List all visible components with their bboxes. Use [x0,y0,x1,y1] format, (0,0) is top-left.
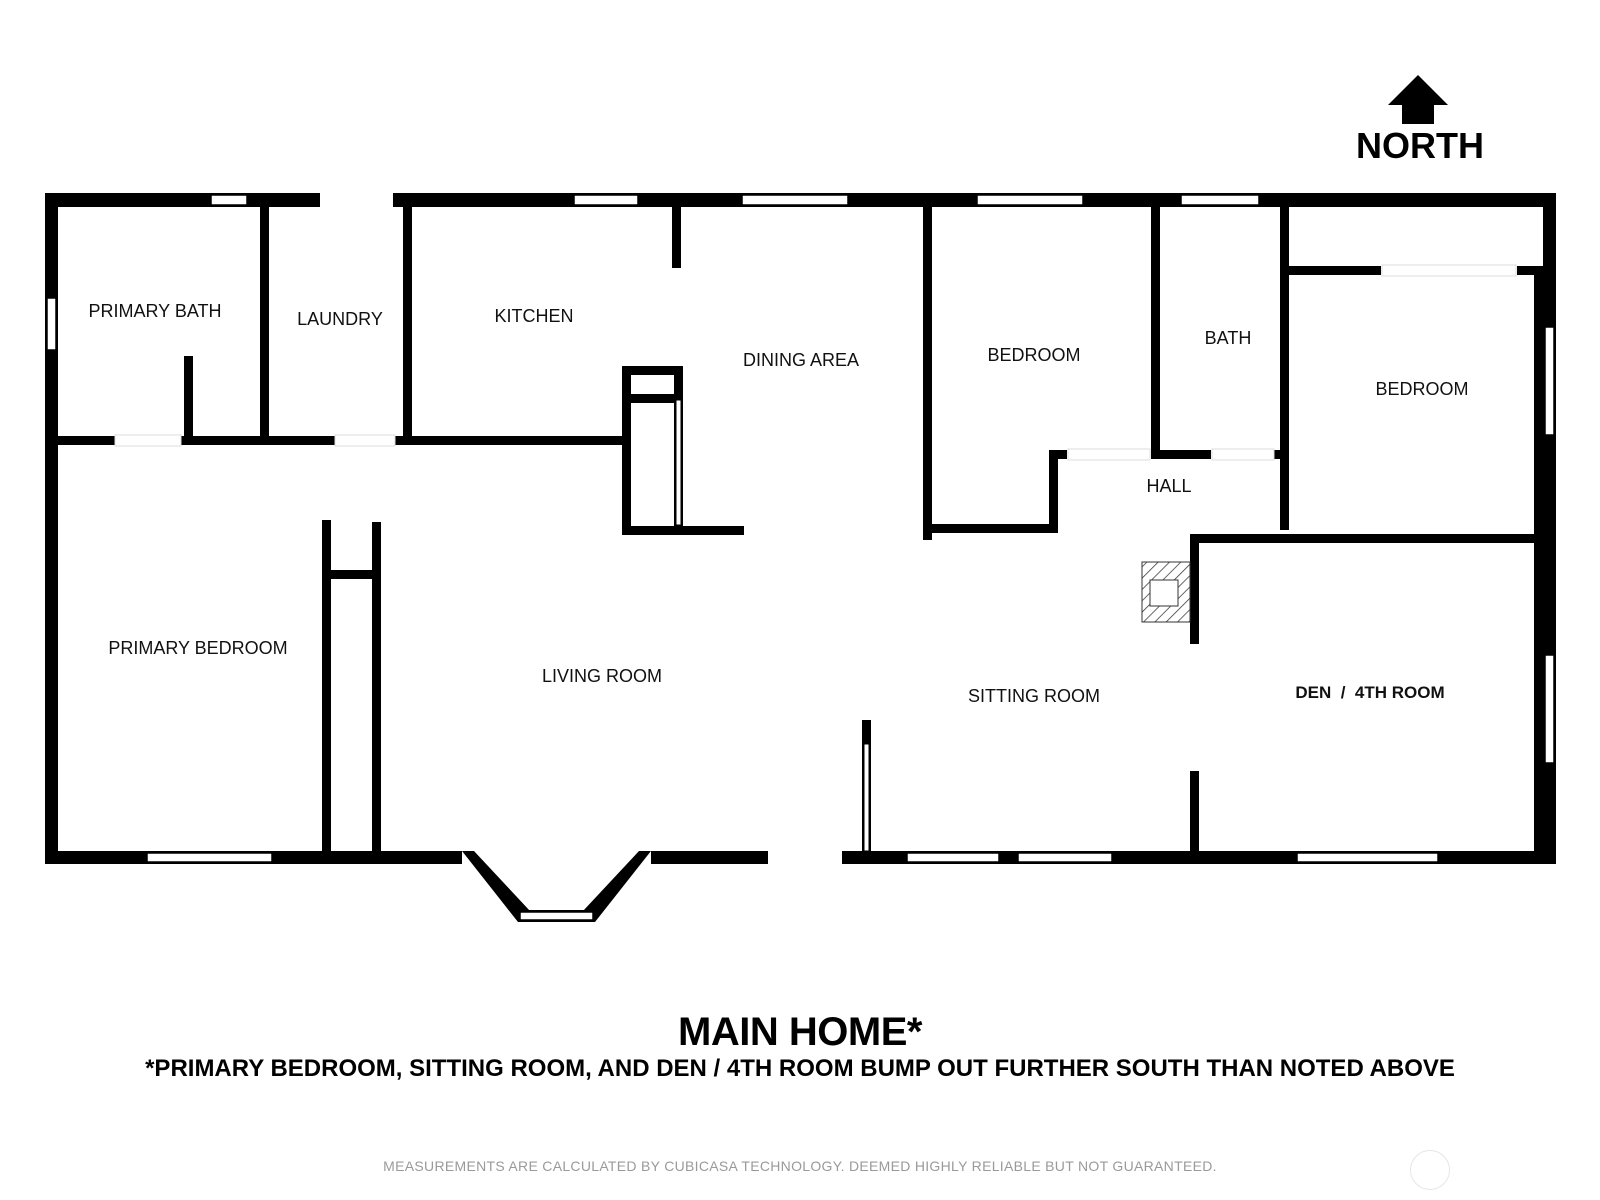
room-label-dining-area: DINING AREA [743,350,859,370]
room-label-living-room: LIVING ROOM [542,666,662,686]
openings [114,191,1517,866]
north-label: NORTH [1356,125,1484,166]
room-label-den: DEN / 4TH ROOM [1295,683,1444,702]
watermark-seal [1410,1150,1450,1190]
fireplace-icon [1141,561,1191,623]
walls [45,193,1556,922]
room-label-bedroom: BEDROOM [1375,379,1468,399]
room-label-bedroom: BEDROOM [987,345,1080,365]
room-label-sitting-room: SITTING ROOM [968,686,1100,706]
windows [46,194,1555,921]
room-label-hall: HALL [1146,476,1191,496]
room-label-primary-bath: PRIMARY BATH [88,301,221,321]
room-label-bath: BATH [1205,328,1252,348]
disclaimer: MEASUREMENTS ARE CALCULATED BY CUBICASA … [383,1158,1217,1174]
room-label-primary-bedroom: PRIMARY BEDROOM [108,638,287,658]
plan-subtitle: *PRIMARY BEDROOM, SITTING ROOM, AND DEN … [145,1055,1455,1082]
north-arrow-icon [1388,75,1448,124]
plan-title: MAIN HOME* [678,1010,922,1054]
room-label-laundry: LAUNDRY [297,309,383,329]
room-label-kitchen: KITCHEN [494,306,573,326]
